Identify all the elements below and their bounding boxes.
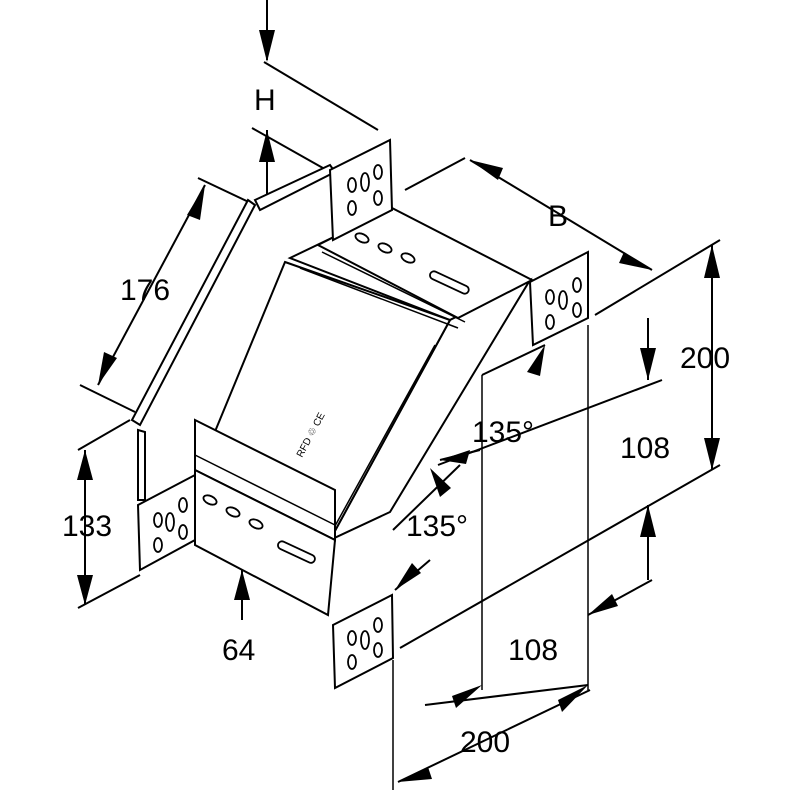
connector-plate-top	[328, 138, 394, 242]
dimension-arrows	[77, 30, 720, 782]
connector-plate-left	[136, 473, 196, 572]
tray-body	[130, 163, 535, 617]
label-angle-upper: 135°	[472, 416, 534, 449]
connector-plate-right	[528, 250, 589, 347]
tray-slots	[202, 232, 470, 564]
label-height-symbol: H	[254, 84, 276, 117]
label-offset-depth: 64	[222, 634, 255, 667]
label-right-upper-108: 108	[620, 432, 670, 465]
label-total-width: 200	[460, 726, 510, 759]
label-angle-lower: 135°	[406, 510, 468, 543]
dimension-lines	[77, 0, 721, 790]
connector-plate-bottom	[331, 593, 395, 690]
label-side-height: 133	[62, 510, 112, 543]
label-flange-length: 176	[120, 274, 170, 307]
label-total-height: 200	[680, 342, 730, 375]
label-width-symbol: B	[548, 200, 568, 233]
label-right-lower-108: 108	[508, 634, 558, 667]
